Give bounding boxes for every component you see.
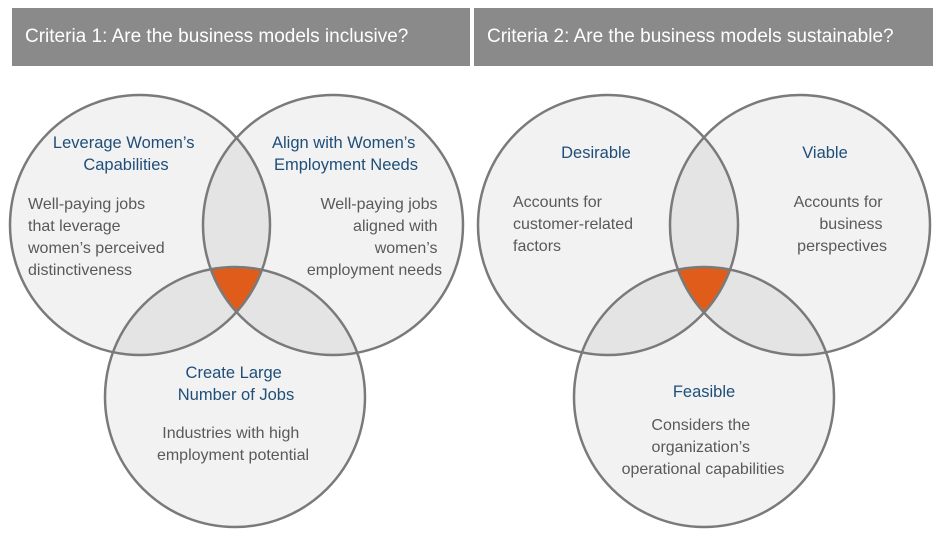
- circle-title: Align with Women’s Employment Needs: [272, 134, 420, 174]
- circle-description: Industries with high employment potentia…: [157, 425, 309, 464]
- circle-employment-needs: [201, 93, 465, 357]
- circle-title: Viable: [802, 144, 848, 162]
- criteria-2-header: Criteria 2: Are the business models sust…: [474, 8, 933, 66]
- circle-large-number-jobs: [103, 265, 367, 529]
- circle-title: Feasible: [673, 383, 735, 401]
- circle-description: Accounts for business perspectives: [794, 194, 887, 255]
- circle-description: Well-paying jobs aligned with women’s em…: [307, 196, 442, 279]
- circle-description: Well-paying jobs that leverage women’s p…: [27, 196, 169, 279]
- circle-viable: [668, 93, 932, 357]
- circle-title: Leverage Women’s Capabilities: [53, 134, 199, 174]
- venn-criteria-1: Leverage Women’s Capabilities Well-payin…: [8, 93, 465, 529]
- circle-description: Accounts for customer-related factors: [513, 194, 638, 255]
- circle-leverage-capabilities: [8, 93, 272, 357]
- circle-title: Desirable: [561, 144, 631, 162]
- venn-criteria-2: Desirable Accounts for customer-related …: [476, 93, 932, 529]
- criteria-1-header: Criteria 1: Are the business models incl…: [12, 8, 470, 66]
- circle-feasible: [572, 265, 836, 529]
- circle-description: Considers the organization’s operational…: [622, 417, 785, 478]
- circle-title: Create Large Number of Jobs: [178, 364, 294, 404]
- circle-desirable: [476, 93, 740, 357]
